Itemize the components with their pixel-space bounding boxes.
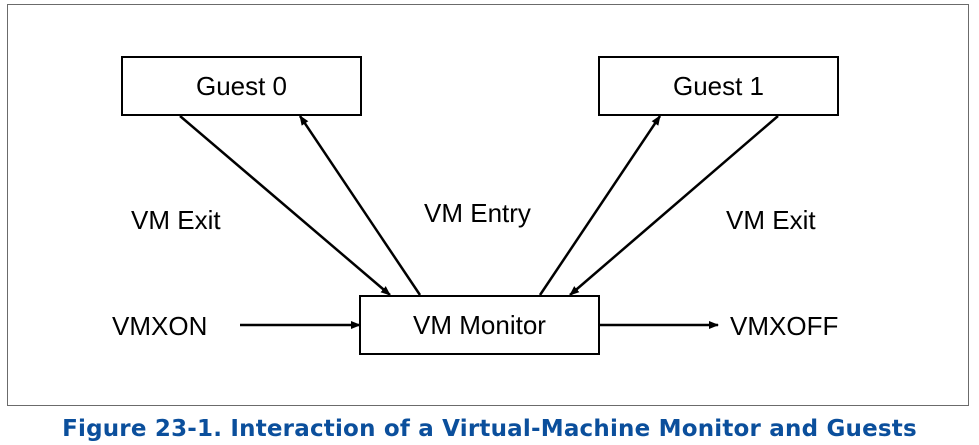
vm-exit-left-arrow — [179, 115, 391, 296]
vmxoff-label: VMXOFF — [730, 311, 839, 341]
vm-monitor-box: VM Monitor — [359, 295, 600, 355]
vm-entry-label: VM Entry — [424, 198, 531, 228]
guest-0-box: Guest 0 — [121, 56, 362, 116]
vmxon-label: VMXON — [112, 311, 208, 341]
vm-entry-left-arrow — [298, 115, 422, 296]
vm-exit-right-label: VM Exit — [726, 205, 816, 235]
guest-0-label: Guest 0 — [195, 70, 288, 101]
vm-exit-right-arrow — [569, 115, 779, 296]
vm-entry-right-arrow — [538, 115, 662, 296]
figure-caption: Figure 23-1. Interaction of a Virtual-Ma… — [62, 416, 917, 442]
diagram-connectors — [179, 115, 779, 329]
guest-1-label: Guest 1 — [672, 70, 765, 101]
vm-exit-left-label: VM Exit — [131, 205, 221, 235]
guest-1-box: Guest 1 — [598, 56, 839, 116]
vm-monitor-label: VM Monitor — [413, 309, 546, 340]
